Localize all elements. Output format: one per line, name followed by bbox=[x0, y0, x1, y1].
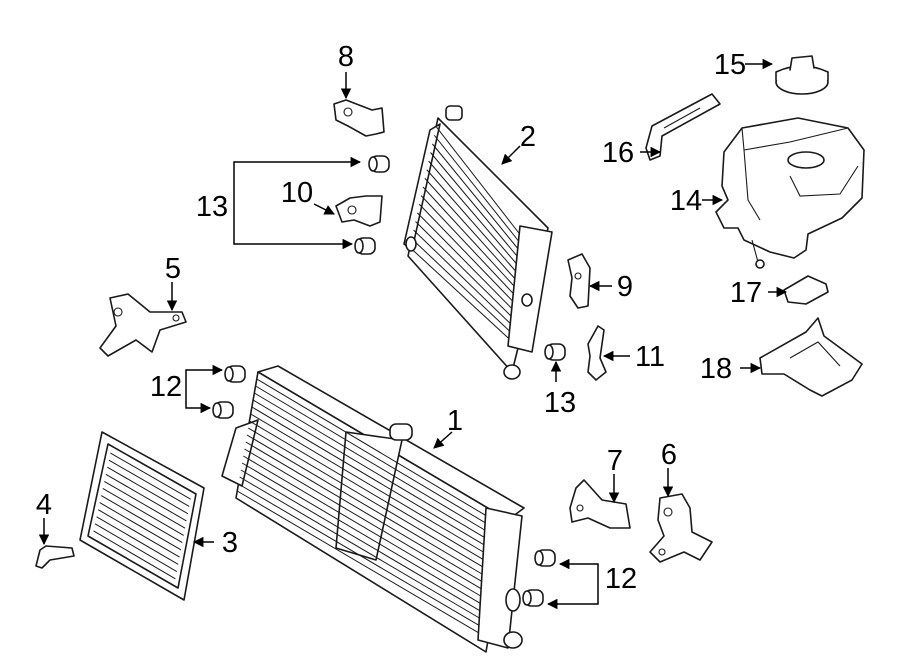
callout-18: 18 bbox=[700, 353, 732, 385]
callout-13-left: 13 bbox=[196, 191, 228, 223]
tank-cap bbox=[775, 55, 829, 95]
callout-13-right: 13 bbox=[544, 387, 576, 419]
callout-8: 8 bbox=[338, 41, 354, 73]
callout-4: 4 bbox=[36, 489, 52, 521]
callout-12-left: 12 bbox=[150, 371, 182, 403]
callout-2: 2 bbox=[520, 121, 536, 153]
callout-14: 14 bbox=[670, 185, 702, 217]
bracket-part-8 bbox=[333, 99, 385, 137]
radiator-lower bbox=[221, 365, 525, 653]
bracket-part-17 bbox=[783, 275, 829, 305]
callout-3: 3 bbox=[222, 527, 238, 559]
callout-9: 9 bbox=[617, 271, 633, 303]
callout-1: 1 bbox=[447, 405, 463, 437]
clip-part-4 bbox=[35, 545, 75, 569]
leader-lines bbox=[38, 58, 788, 610]
callout-17: 17 bbox=[730, 277, 762, 309]
callout-6: 6 bbox=[661, 439, 677, 471]
callout-12-right: 12 bbox=[605, 563, 637, 595]
bracket-part-5 bbox=[99, 293, 187, 357]
callout-5: 5 bbox=[165, 253, 181, 285]
callout-11: 11 bbox=[635, 341, 665, 373]
callout-7: 7 bbox=[607, 445, 623, 477]
bushing-set bbox=[212, 155, 566, 607]
bracket-part-10 bbox=[335, 195, 383, 227]
callout-labels: 8 2 1 3 4 5 6 7 9 10 11 12 12 13 13 14 1… bbox=[36, 41, 762, 595]
radiator-upper bbox=[403, 105, 553, 380]
bracket-part-11 bbox=[587, 325, 607, 381]
callout-10: 10 bbox=[281, 177, 313, 209]
grille-screen bbox=[79, 431, 205, 601]
bracket-part-7 bbox=[569, 479, 631, 529]
plate-part-16 bbox=[645, 93, 721, 161]
expansion-tank bbox=[715, 117, 865, 269]
bracket-part-9 bbox=[567, 253, 591, 309]
bracket-part-6 bbox=[649, 493, 713, 563]
callout-16: 16 bbox=[602, 137, 634, 169]
callout-15: 15 bbox=[714, 49, 746, 81]
bracket-part-18 bbox=[759, 317, 863, 397]
